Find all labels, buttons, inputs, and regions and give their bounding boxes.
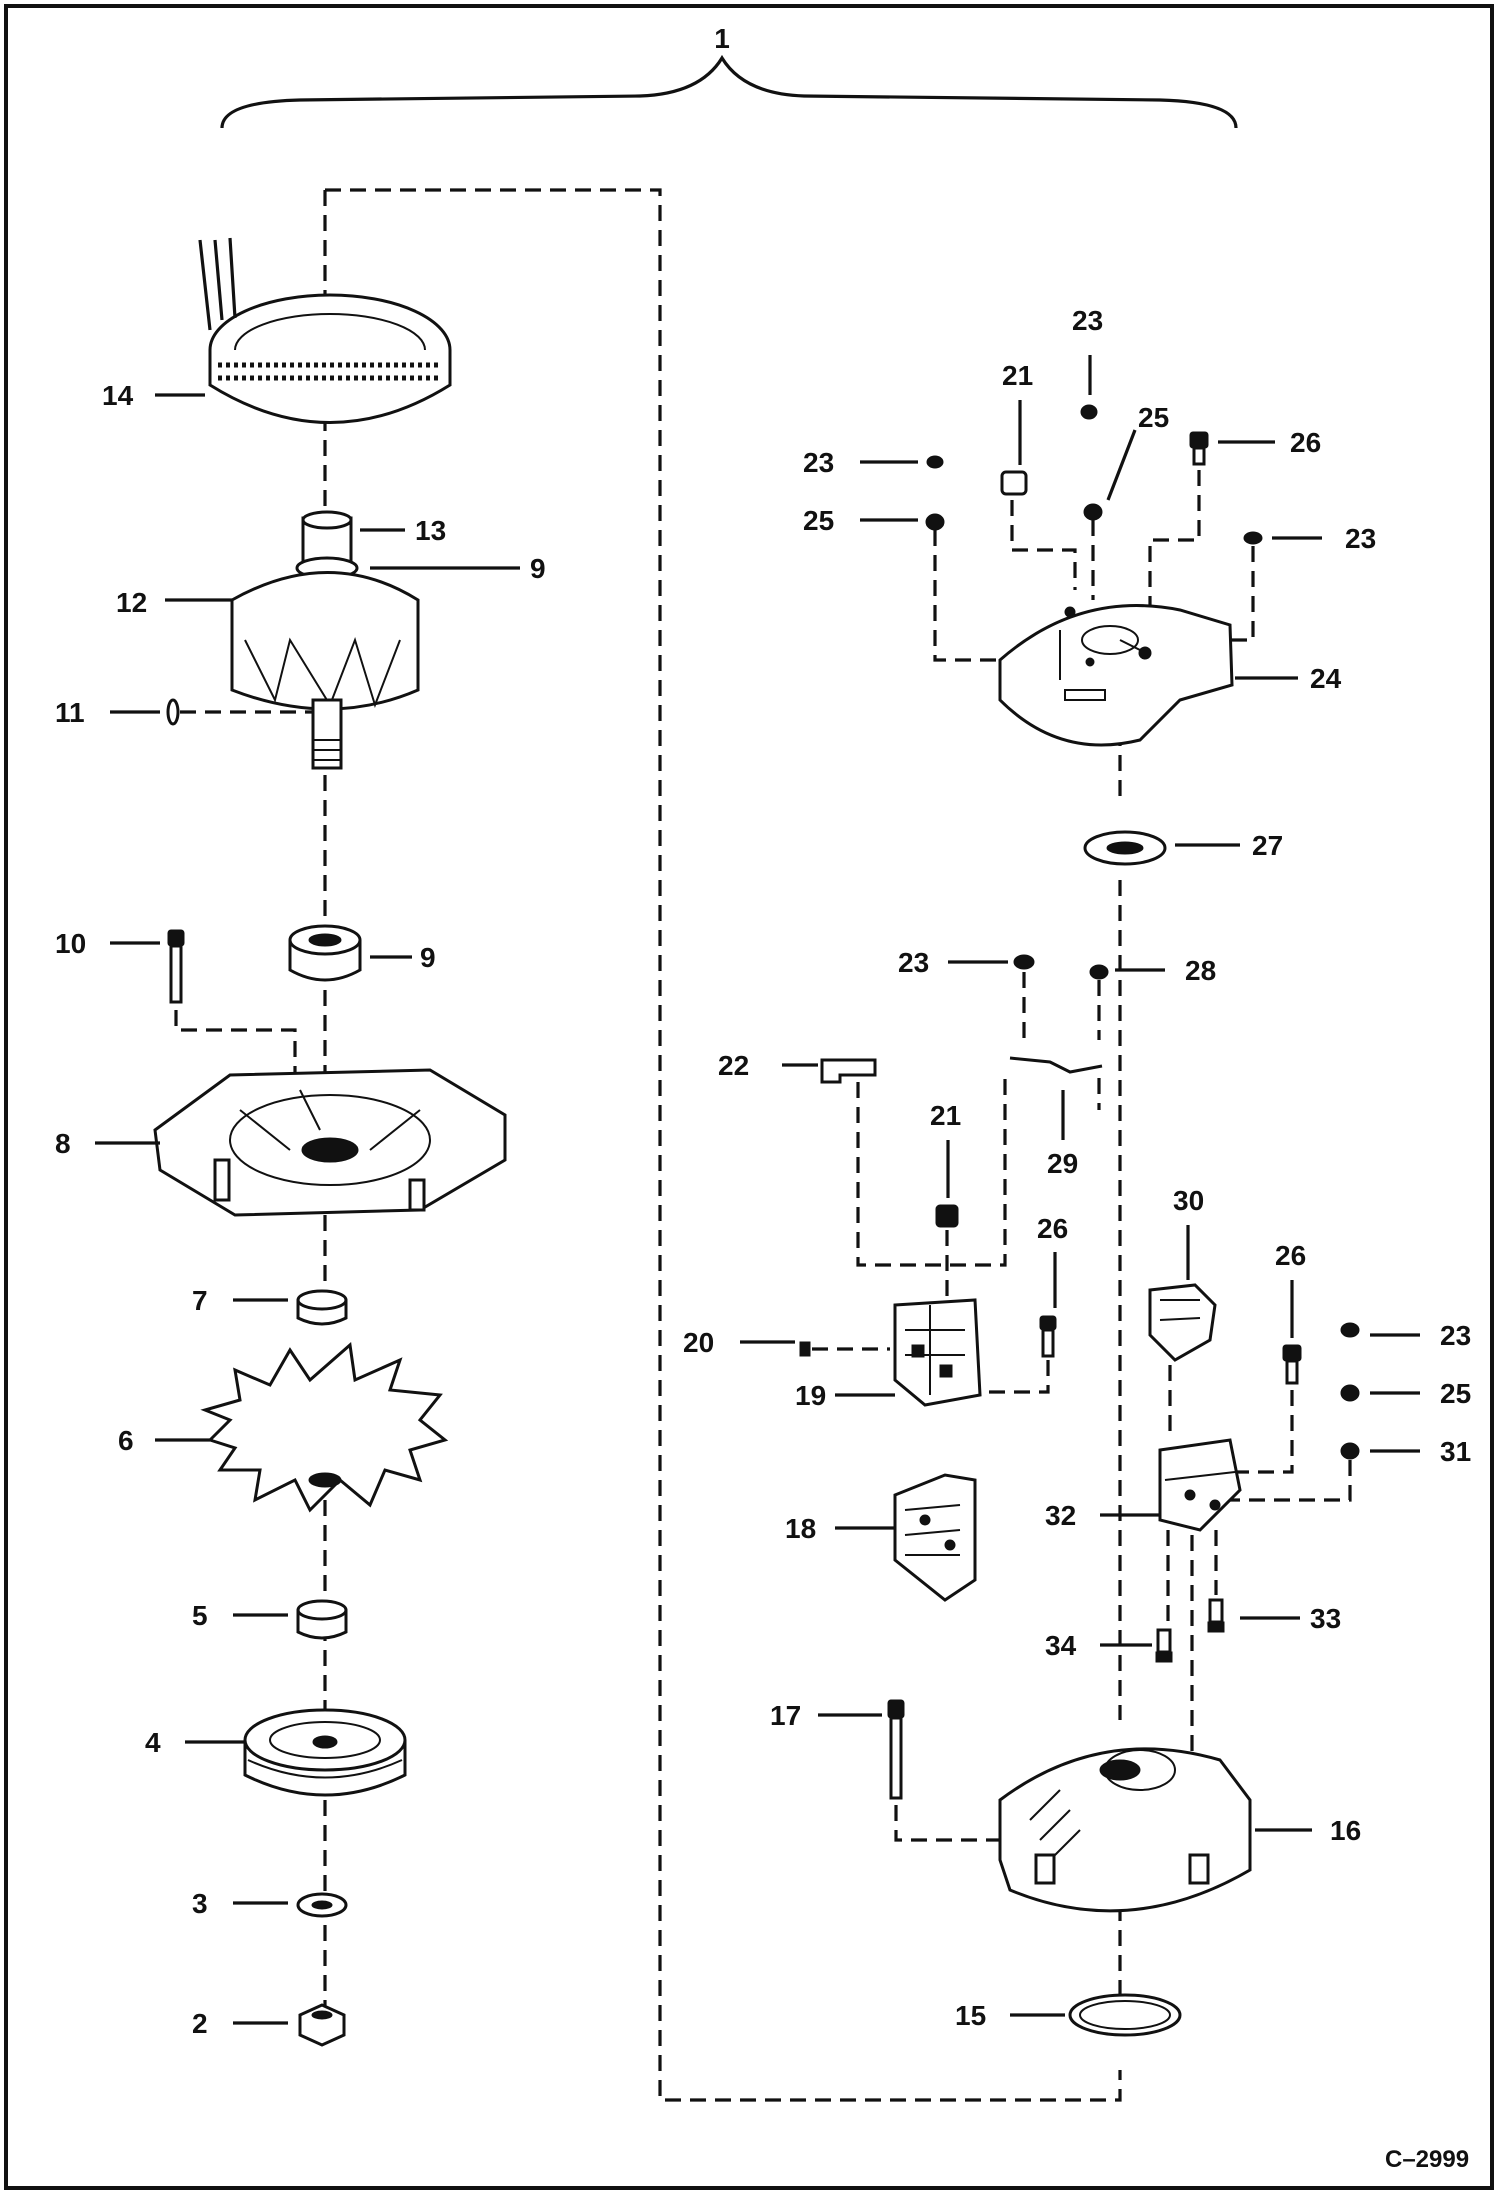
label-item-33: 33 (1310, 1603, 1341, 1634)
label-item-23-c: 23 (1345, 523, 1376, 554)
rotor-part (230, 510, 420, 770)
label-item-24: 24 (1310, 663, 1342, 694)
regulator-housing-part (998, 604, 1234, 747)
label-item-18: 18 (785, 1513, 816, 1544)
label-item-23-e: 23 (1440, 1320, 1471, 1351)
label-item-26-a: 26 (1290, 427, 1321, 458)
label-item-31: 31 (1440, 1436, 1471, 1467)
label-item-2: 2 (192, 2008, 208, 2039)
label-item-27: 27 (1252, 830, 1283, 861)
screw-26-right (1282, 1344, 1302, 1385)
label-item-9-bearing: 9 (420, 942, 436, 973)
label-item-11: 11 (55, 697, 85, 728)
clip-part (820, 1058, 877, 1084)
label-item-8: 8 (55, 1128, 71, 1159)
nut-21-mid (935, 1204, 959, 1228)
drawing-border (4, 4, 1494, 2190)
label-item-25-b: 25 (803, 505, 834, 536)
assembly-dash-line (325, 188, 1122, 2102)
label-item-15: 15 (955, 2000, 986, 2031)
label-item-6: 6 (118, 1425, 134, 1456)
label-item-10: 10 (55, 928, 86, 959)
label-item-30: 30 (1173, 1185, 1204, 1216)
label-item-23-b: 23 (803, 447, 834, 478)
rectifier-part (893, 1473, 977, 1602)
nut-21-top (1000, 470, 1028, 496)
label-item-19: 19 (795, 1380, 826, 1411)
woodruff-key-part (166, 698, 180, 726)
pin-part (799, 1341, 811, 1357)
lock-washer-part (296, 1892, 348, 1918)
screw-26-mid (1039, 1315, 1057, 1358)
brush-holder-part (893, 1298, 982, 1407)
screw-26-top (1189, 431, 1209, 466)
label-item-21-top: 21 (1002, 360, 1033, 391)
bearing-part (288, 924, 362, 982)
label-item-7: 7 (192, 1285, 208, 1316)
label-item-21-mid: 21 (930, 1100, 961, 1131)
label-item-26-c: 26 (1275, 1240, 1306, 1271)
label-item-9-top: 9 (530, 553, 546, 584)
label-item-3: 3 (192, 1888, 208, 1919)
screw-33-part (1207, 1598, 1225, 1633)
label-item-34: 34 (1045, 1630, 1077, 1661)
label-item-23-d: 23 (898, 947, 929, 978)
label-item-32: 32 (1045, 1500, 1076, 1531)
o-ring-part (1068, 1993, 1182, 2037)
label-item-26-b: 26 (1037, 1213, 1068, 1244)
through-bolt-part (887, 1699, 905, 1800)
terminal-part (1148, 1283, 1217, 1362)
label-item-25-a: 25 (1138, 402, 1169, 433)
insulator-washer-part (1083, 830, 1167, 866)
drawing-code: C–2999 (1385, 2146, 1469, 2173)
label-item-14: 14 (102, 380, 134, 411)
label-item-4: 4 (145, 1727, 161, 1758)
pulley-part (243, 1708, 407, 1797)
spacer-part (296, 1289, 348, 1326)
label-item-28: 28 (1185, 955, 1216, 986)
label-item-5: 5 (192, 1600, 208, 1631)
label-item-13: 13 (415, 515, 446, 546)
label-item-29: 29 (1047, 1148, 1078, 1179)
screw-part (167, 929, 185, 1004)
label-item-22: 22 (718, 1050, 749, 1081)
label-item-1: 1 (714, 23, 730, 54)
label-item-17: 17 (770, 1700, 801, 1731)
strap-part (1009, 1056, 1103, 1074)
nut-part (298, 2003, 346, 2047)
label-item-16: 16 (1330, 1815, 1361, 1846)
stator-part (198, 237, 452, 424)
screw-34-part (1155, 1628, 1173, 1663)
drive-end-frame-part (153, 1068, 507, 1217)
assembly-brace (220, 54, 1238, 129)
label-item-12: 12 (116, 587, 147, 618)
bracket-part (1158, 1438, 1242, 1532)
slip-ring-end-frame-part (998, 1747, 1252, 1913)
label-item-23-a: 23 (1072, 305, 1103, 336)
label-item-20: 20 (683, 1327, 714, 1358)
label-item-25-c: 25 (1440, 1378, 1471, 1409)
fan-part (200, 1342, 449, 1513)
spacer-lower-part (296, 1599, 348, 1640)
